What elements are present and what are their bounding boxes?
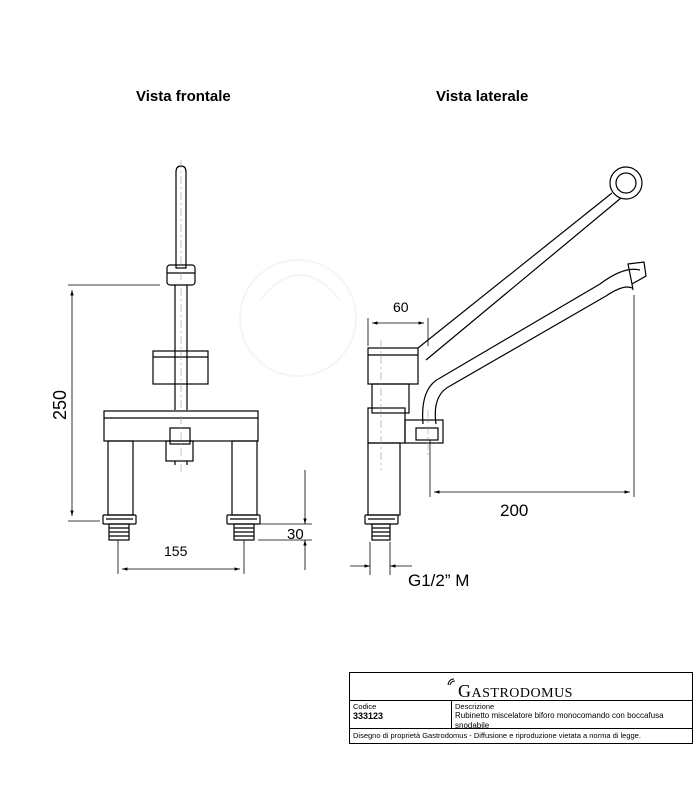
product-code-label: Codice <box>353 702 377 711</box>
title-block-logo-row: GASTRODOMUS <box>350 673 692 701</box>
front-view-dimensions <box>68 284 312 574</box>
copyright-notice: Disegno di proprietà Gastrodomus - Diffu… <box>353 731 641 740</box>
title-block: GASTRODOMUS Codice 333123 Descrizione Ru… <box>349 672 693 744</box>
watermark-logo <box>239 259 357 377</box>
product-code-value: 333123 <box>353 711 384 721</box>
product-description-value: Rubinetto miscelatore biforo monocomando… <box>455 711 664 730</box>
height-dimension-label: 250 <box>50 390 70 420</box>
body-width-dimension-label: 60 <box>393 299 409 315</box>
product-description-label: Descrizione <box>455 702 495 711</box>
brand-logo-initial: G <box>458 681 472 701</box>
spout-reach-dimension-label: 200 <box>500 501 528 520</box>
thread-length-dimension-label: 30 <box>287 526 304 543</box>
front-view-drawing <box>102 160 261 541</box>
brand-logo-rest: ASTRODOMUS <box>471 686 573 701</box>
base-spacing-dimension-label: 155 <box>164 543 188 559</box>
side-view-drawing <box>364 166 647 541</box>
side-view-title: Vista laterale <box>436 88 529 105</box>
title-block-info-row: Codice 333123 Descrizione Rubinetto misc… <box>350 701 692 730</box>
product-code-cell: Codice 333123 <box>350 701 452 728</box>
thread-spec-label: G1/2” M <box>408 571 469 590</box>
front-view-title: Vista frontale <box>136 88 231 105</box>
brand-logo-text: GASTRODOMUS <box>458 681 573 702</box>
side-view-dimensions <box>350 295 635 575</box>
brand-logo-icon <box>447 678 456 686</box>
product-description-cell: Descrizione Rubinetto miscelatore biforo… <box>452 701 692 730</box>
